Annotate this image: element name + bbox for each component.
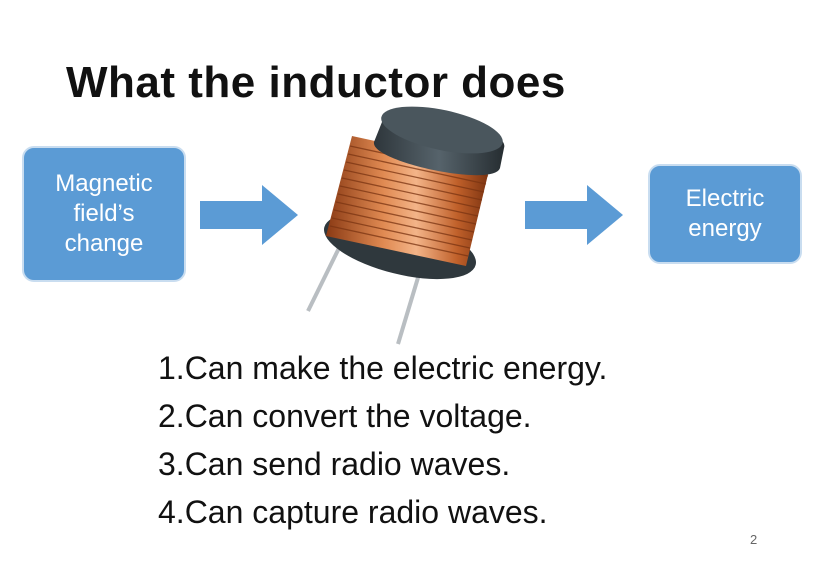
list-item: 2.Can convert the voltage. [158, 398, 532, 434]
list-item: 1.Can make the electric energy. [158, 350, 608, 386]
list-item: 3.Can send radio waves. [158, 446, 511, 482]
magnetic-field-change-box: Magnetic field’s change [22, 146, 186, 282]
inductor-functions-list: 1.Can make the electric energy. 2.Can co… [158, 344, 607, 536]
arrow-right-icon [200, 185, 298, 245]
page-number: 2 [750, 532, 758, 547]
arrow-right-icon [525, 185, 623, 245]
slide-title: What the inductor does [66, 58, 566, 107]
electric-energy-box: Electric energy [648, 164, 802, 264]
list-item: 4.Can capture radio waves. [158, 494, 548, 530]
inductor-coil-image [306, 106, 505, 345]
